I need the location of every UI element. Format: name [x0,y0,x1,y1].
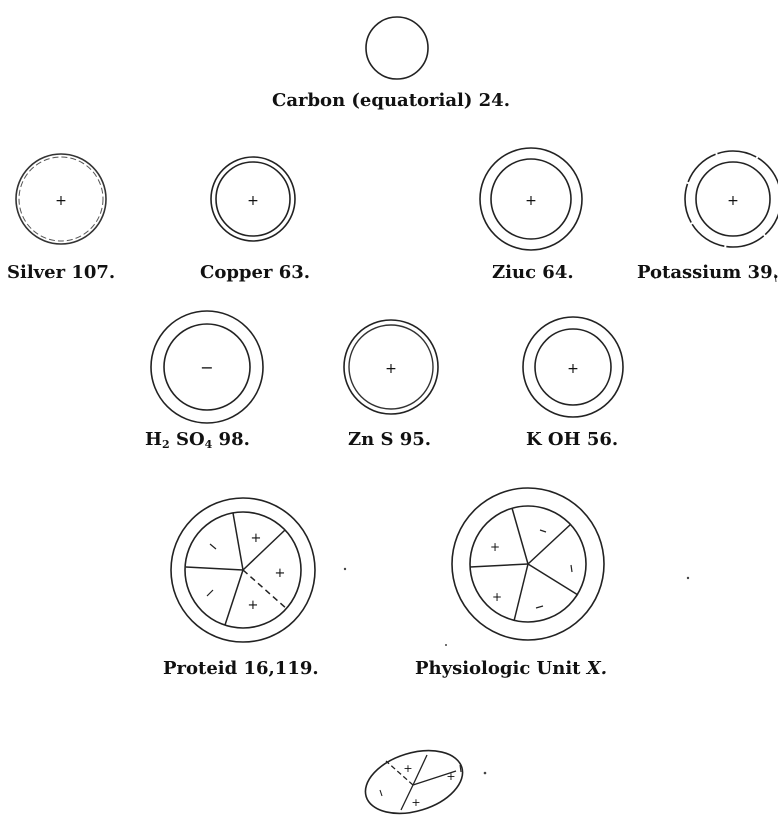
zns-charge: + [385,361,397,377]
silver-label: Silver 107. [7,264,115,282]
proteid-mark [210,544,216,549]
proteid-molecule: + + + [171,498,315,642]
proteid-charge: + [275,566,286,581]
ellipse-molecule: + + + [358,740,471,815]
physiologic-sector-line [512,508,528,564]
h2so4-h: H [145,429,162,450]
zns-label: Zn S 95. [348,431,431,449]
h2so4-tail: 98. [212,429,250,450]
potassium-charge: + [727,193,739,209]
stray-dot [445,644,447,646]
copper-label: Copper 63. [200,264,310,282]
physiologic-charge: + [492,590,502,604]
proteid-label: Proteid 16,119. [163,660,319,678]
physiologic-label-x: X. [587,658,607,679]
proteid-sector-line [225,570,243,625]
proteid-charge: + [248,598,259,613]
koh-charge: + [567,361,579,377]
stray-dot [687,577,689,579]
stray-dot [344,568,346,570]
proteid-charge: + [251,531,262,546]
copper-atom: + [211,157,295,241]
zns-molecule: + [344,320,438,414]
proteid-sector-line [186,567,243,570]
koh-label: K OH 56. [526,431,618,449]
carbon-circle [366,17,428,79]
silver-charge: + [55,193,67,209]
physiologic-mark [536,606,543,608]
zinc-atom: + [480,148,582,250]
zinc-label: Ziuc 64. [492,264,574,282]
ellipse-mark [380,790,382,796]
physiologic-label-main: Physiologic Unit [415,658,587,679]
koh-molecule: + [523,317,623,417]
carbon-label: Carbon (equatorial) 24. [272,92,510,110]
physiologic-mark [571,565,572,572]
physiologic-label: Physiologic Unit X. [415,660,607,678]
proteid-sector-line [243,530,285,570]
h2so4-molecule: − [151,311,263,423]
physiologic-charge: + [490,540,500,554]
stray-dot [484,772,487,775]
h2so4-sub-2: 2 [162,438,170,451]
zinc-charge: + [525,193,537,209]
ellipse-charge: + [446,770,455,783]
potassium-label: Potassium 39. [637,264,778,282]
h2so4-label: H2 SO4 98. [145,431,250,450]
ellipse-charge: + [411,796,420,809]
h2so4-so: SO [170,429,205,450]
ellipse-charge: + [403,762,412,775]
h2so4-charge: − [200,358,213,377]
proteid-mark [207,590,213,596]
potassium-atom: + [685,151,778,247]
physiologic-unit: + + [452,488,604,640]
physiologic-sector-line [528,524,571,564]
physiologic-mark [540,530,546,532]
physiologic-sector-line [528,564,578,595]
physiologic-sector-line [514,564,528,621]
silver-atom: + [16,154,106,244]
physiologic-sector-line [470,564,528,567]
copper-charge: + [247,193,259,209]
proteid-sector-line [233,513,243,570]
